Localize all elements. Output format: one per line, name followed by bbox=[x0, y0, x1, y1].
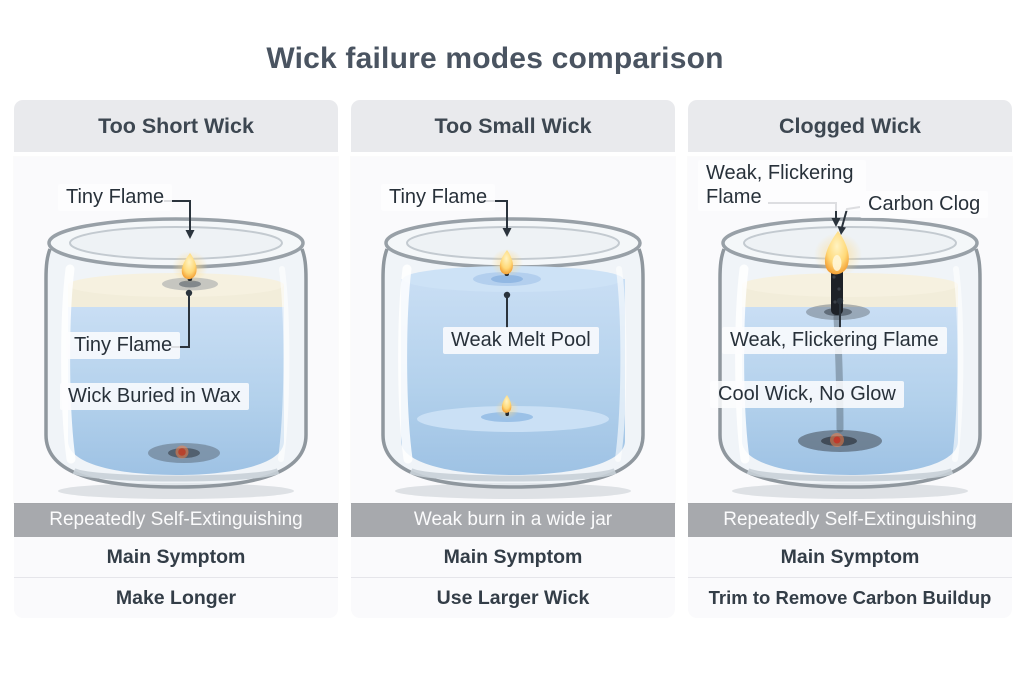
flame-icon bbox=[499, 250, 513, 275]
main-symptom-label: Main Symptom bbox=[351, 537, 675, 577]
flame-icon bbox=[824, 231, 849, 275]
jar-rim-inner bbox=[69, 226, 283, 260]
column-too-short-wick: Too Short Wick bbox=[14, 100, 338, 618]
ember bbox=[178, 448, 186, 456]
callout-weak-flickering-flame-mid: Weak, Flickering Flame bbox=[722, 327, 947, 354]
jar-outline bbox=[44, 248, 308, 489]
column-header: Too Short Wick bbox=[14, 100, 338, 152]
callout-carbon-clog: Carbon Clog bbox=[860, 191, 989, 218]
jar-base-glass bbox=[72, 468, 280, 482]
main-symptom-label: Main Symptom bbox=[688, 537, 1012, 577]
jar-shadow bbox=[58, 483, 294, 499]
lower-flame-icon bbox=[501, 395, 512, 413]
column-header: Clogged Wick bbox=[688, 100, 1012, 152]
callout-tiny-flame-mid: Tiny Flame bbox=[66, 332, 181, 359]
jar-shadow bbox=[395, 483, 631, 499]
main-symptom-label: Main Symptom bbox=[14, 537, 338, 577]
column-clogged-wick: Clogged Wick bbox=[688, 100, 1012, 618]
lower-melt-surface bbox=[417, 395, 609, 432]
glass-highlight bbox=[735, 264, 750, 464]
jar-outline bbox=[718, 248, 982, 489]
candle-illustration-panel: Tiny Flame Weak Melt Pool bbox=[351, 157, 675, 503]
callout-weak-flickering-flame-top: Weak, Flickering Flame bbox=[698, 160, 866, 212]
glass-highlight bbox=[61, 264, 76, 464]
remedy-label: Trim to Remove Carbon Buildup bbox=[688, 578, 1012, 618]
symptom-bar: Weak burn in a wide jar bbox=[351, 503, 675, 537]
row-divider bbox=[14, 577, 338, 578]
row-divider bbox=[688, 577, 1012, 578]
symptom-bar: Repeatedly Self-Extinguishing bbox=[688, 503, 1012, 537]
column-too-small-wick: Too Small Wick bbox=[351, 100, 675, 618]
wax bbox=[401, 266, 625, 475]
remedy-label: Use Larger Wick bbox=[351, 578, 675, 618]
flame-core bbox=[832, 255, 842, 271]
callout-tiny-flame-top: Tiny Flame bbox=[58, 184, 173, 211]
callout-cool-wick: Cool Wick, No Glow bbox=[710, 381, 904, 408]
symptom-bar: Repeatedly Self-Extinguishing bbox=[14, 503, 338, 537]
row-divider bbox=[351, 577, 675, 578]
callout-weak-melt-pool: Weak Melt Pool bbox=[443, 327, 599, 354]
column-header: Too Small Wick bbox=[351, 100, 675, 152]
candle-illustration-panel: Weak, Flickering Flame Carbon Clog Weak,… bbox=[688, 157, 1012, 503]
jar-base-glass bbox=[409, 468, 617, 482]
page-title: Wick failure modes comparison bbox=[266, 42, 724, 75]
callout-wick-buried: Wick Buried in Wax bbox=[60, 383, 249, 410]
jar-base-glass bbox=[746, 468, 954, 482]
jar-outline bbox=[381, 248, 645, 489]
candle-illustration-panel: Tiny Flame Tiny Flame Wick Buried in Wax bbox=[14, 157, 338, 503]
glass-highlight bbox=[398, 264, 413, 464]
jar-shadow bbox=[732, 483, 968, 499]
flame-icon bbox=[181, 253, 197, 280]
ember bbox=[833, 436, 841, 444]
callout-tiny-flame-top: Tiny Flame bbox=[381, 184, 496, 211]
remedy-label: Make Longer bbox=[14, 578, 338, 618]
